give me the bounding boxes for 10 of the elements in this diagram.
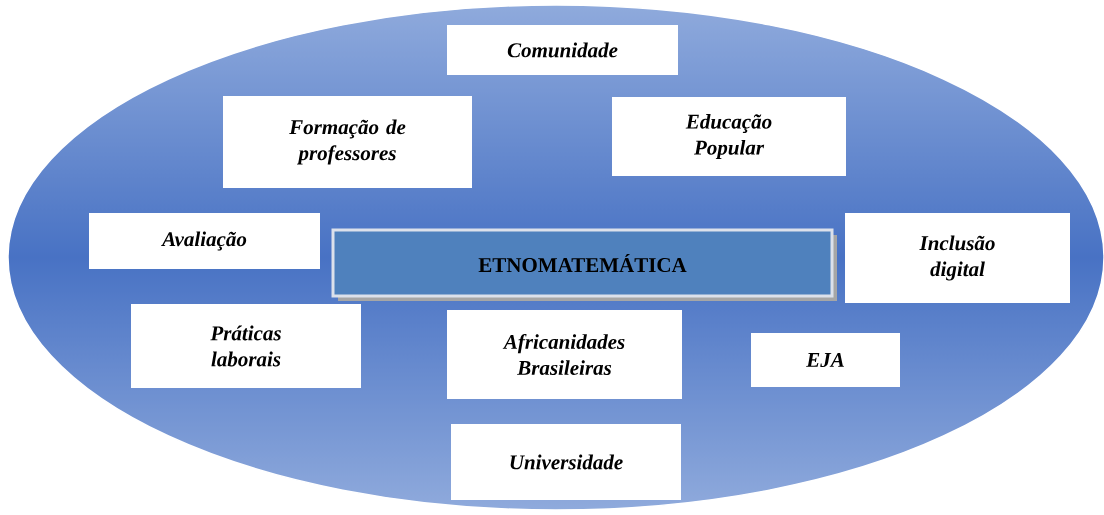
topic-box: Formação de professores	[223, 96, 472, 188]
topic-box: Educação Popular	[612, 97, 846, 176]
topic-box: Avaliação	[89, 213, 320, 269]
topic-box: Inclusão digital	[845, 213, 1070, 303]
topic-box: EJA	[751, 333, 900, 387]
topic-box: Práticas laborais	[131, 304, 361, 388]
topic-box: Universidade	[451, 424, 681, 500]
topic-box: Africanidades Brasileiras	[447, 310, 682, 399]
topic-box: Comunidade	[447, 25, 678, 75]
title-box: ETNOMATEMÁTICA	[331, 228, 834, 298]
